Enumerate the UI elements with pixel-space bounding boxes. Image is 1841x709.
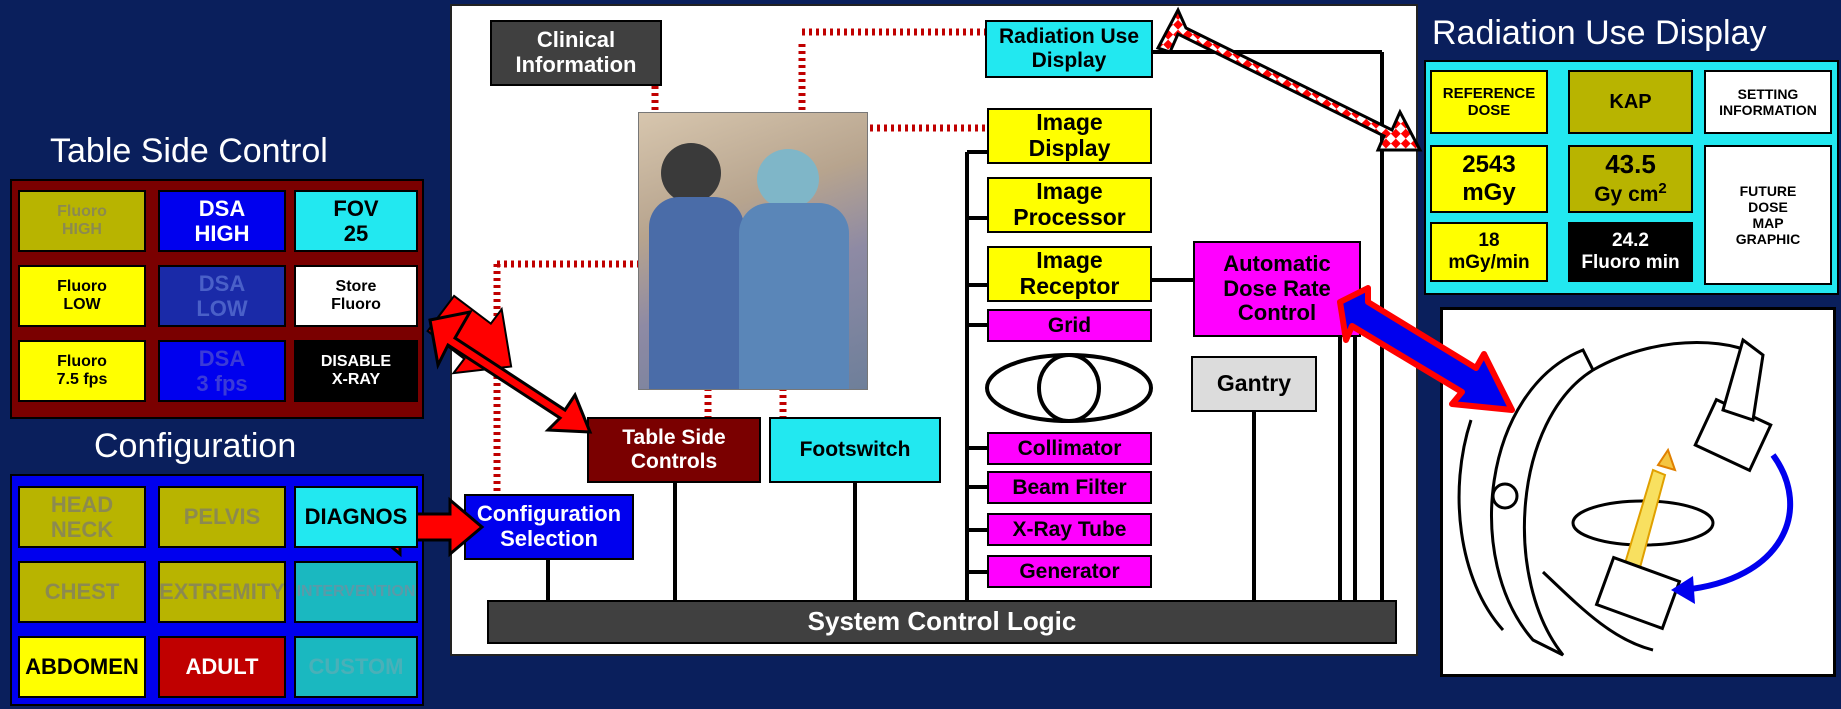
table-side-control-cell-fov-25[interactable]: FOV 25 — [294, 190, 418, 252]
table-side-control-cell-dsa-3-fps[interactable]: DSA 3 fps — [158, 340, 286, 402]
kap-unit: Gy cm — [1594, 183, 1659, 207]
image-processor-box: Image Processor — [987, 177, 1152, 233]
configuration-cell-adult[interactable]: ADULT — [158, 636, 286, 698]
table-side-arrow — [426, 294, 593, 434]
table-side-control-cell-store-fluoro[interactable]: Store Fluoro — [294, 265, 418, 327]
image-receptor-box: Image Receptor — [987, 246, 1152, 302]
kap-value: 43.5 Gy cm2 — [1568, 145, 1693, 213]
table-side-control-cell-dsa-high[interactable]: DSA HIGH — [158, 190, 286, 252]
generator-box: Generator — [987, 555, 1152, 588]
table-side-control-cell-fluoro-7-5-fps[interactable]: Fluoro 7.5 fps — [18, 340, 146, 402]
x-ray-tube-box: X-Ray Tube — [987, 513, 1152, 546]
configuration-cell-chest[interactable]: CHEST — [18, 561, 146, 623]
image-display-box: Image Display — [987, 108, 1152, 164]
configuration-cell-diagnos[interactable]: DIAGNOS — [294, 486, 418, 548]
ellipse-lens — [984, 351, 1154, 426]
configuration-cell-pelvis[interactable]: PELVIS — [158, 486, 286, 548]
table-side-control-title: Table Side Control — [50, 132, 328, 170]
setting-information-label: SETTING INFORMATION — [1704, 70, 1832, 134]
c-arm-illustration — [1440, 307, 1836, 677]
table-side-control-cell-fluoro-low[interactable]: Fluoro LOW — [18, 265, 146, 327]
radiation-use-display-title: Radiation Use Display — [1432, 14, 1767, 52]
photo-surgeons — [638, 112, 868, 390]
system-control-logic-bar: System Control Logic — [487, 600, 1397, 644]
fluoro-time-value: 24.2 Fluoro min — [1568, 222, 1693, 282]
configuration-title: Configuration — [94, 427, 297, 465]
configuration-cell-intervention[interactable]: INTERVENTION — [294, 561, 418, 623]
kap-label: KAP — [1568, 70, 1693, 134]
dose-rate-value: 18 mGy/min — [1430, 222, 1548, 282]
radiation-use-display-box: Radiation Use Display — [985, 20, 1153, 78]
beam-filter-box: Beam Filter — [987, 471, 1152, 504]
c-arm-drawing — [1457, 337, 1793, 657]
table-side-control-cell-dsa-low[interactable]: DSA LOW — [158, 265, 286, 327]
configuration-cell-abdomen[interactable]: ABDOMEN — [18, 636, 146, 698]
configuration-cell-extremity[interactable]: EXTREMITY — [158, 561, 286, 623]
configuration-selection-box: Configuration Selection — [464, 494, 634, 560]
dose-value: 2543 mGy — [1430, 145, 1548, 213]
kap-unit-superscript: 2 — [1658, 180, 1667, 198]
automatic-dose-rate-control-box: Automatic Dose Rate Control — [1193, 241, 1361, 337]
kap-unit-group: Gy cm2 — [1594, 180, 1667, 207]
collimator-box: Collimator — [987, 432, 1152, 465]
radiation-display-arrow — [1155, 6, 1423, 152]
clinical-information-box: Clinical Information — [490, 20, 662, 86]
table-side-control-cell-disable-x-ray[interactable]: DISABLE X-RAY — [294, 340, 418, 402]
grid-box: Grid — [987, 309, 1152, 342]
configuration-cell-head-neck[interactable]: HEAD NECK — [18, 486, 146, 548]
lens-shape — [985, 353, 1153, 423]
reference-dose-label: REFERENCE DOSE — [1430, 70, 1548, 134]
footswitch-box: Footswitch — [769, 417, 941, 483]
table-side-controls-box: Table Side Controls — [587, 417, 761, 483]
gantry-box: Gantry — [1191, 356, 1317, 412]
dose-rate-control-arrow — [1337, 285, 1515, 413]
table-side-control-cell-fluoro-high[interactable]: Fluoro HIGH — [18, 190, 146, 252]
future-dose-map-graphic: FUTURE DOSE MAP GRAPHIC — [1704, 145, 1832, 285]
configuration-cell-custom[interactable]: CUSTOM — [294, 636, 418, 698]
kap-number: 43.5 — [1605, 149, 1656, 180]
